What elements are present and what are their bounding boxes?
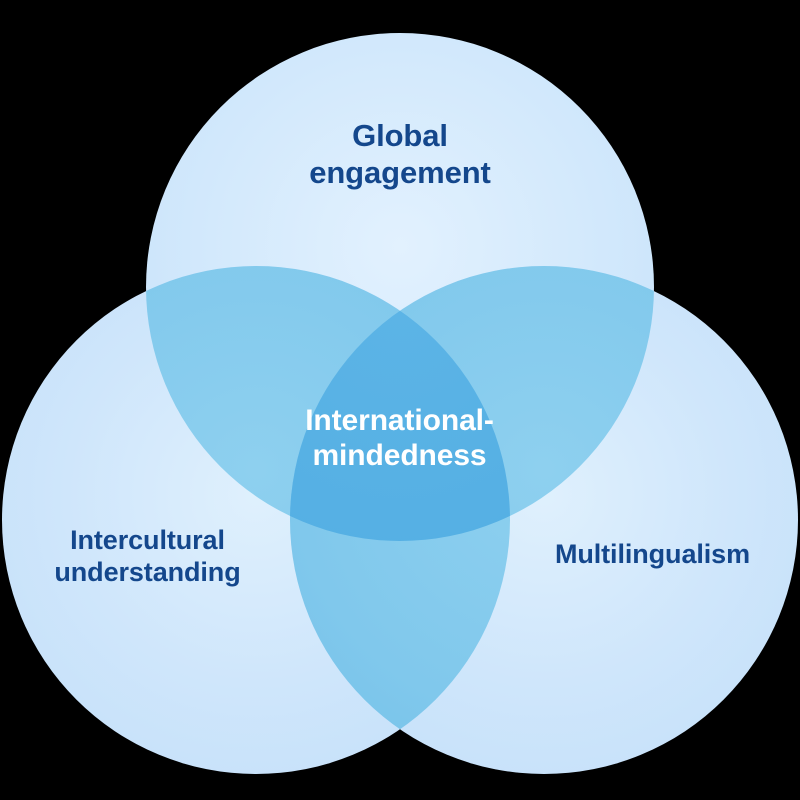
venn-svg: [2, 33, 798, 774]
venn-diagram: Global engagement Intercultural understa…: [2, 33, 798, 774]
